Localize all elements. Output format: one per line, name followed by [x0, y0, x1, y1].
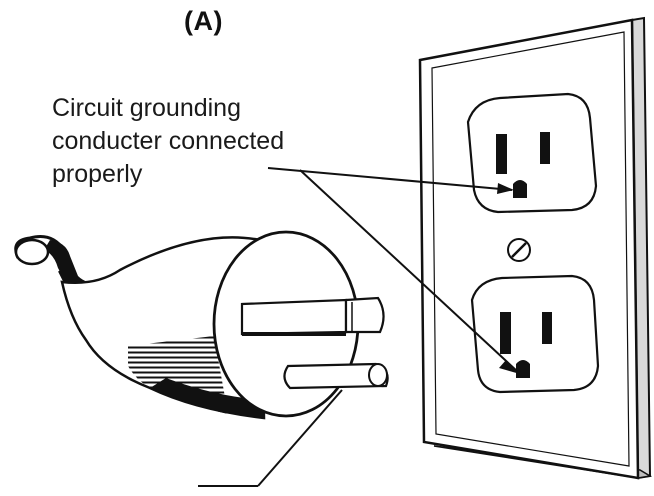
callout-line-2: conducter connected: [52, 127, 285, 155]
plate-inner-border: [431, 31, 630, 467]
leader-arrowhead-lower: [499, 360, 520, 374]
upper-neutral-slot: [496, 134, 507, 174]
plug-flat-blade: [240, 298, 348, 336]
leader-arrowhead-upper: [497, 183, 514, 194]
leader-line-lower-ground: [299, 169, 519, 373]
three-prong-plug-icon: [14, 230, 389, 420]
plug-housing-dark-band: [150, 378, 264, 418]
leader-line-ground-pin: [257, 389, 343, 487]
upper-hot-slot: [540, 132, 550, 164]
outlet-wall-plate: [418, 16, 653, 480]
lower-hot-slot: [542, 312, 552, 344]
plug-cord-end: [14, 238, 50, 266]
panel-label: (A): [184, 6, 223, 36]
callout-leader-lines: [198, 167, 520, 487]
grounding-callout: Circuit grounding conducter connected pr…: [52, 92, 412, 191]
plug-cord-black-sheath: [44, 240, 112, 298]
upper-ground-hole: [513, 180, 527, 198]
upper-receptacle: [466, 92, 598, 214]
callout-line-1: Circuit grounding: [52, 94, 241, 122]
upper-receptacle-face: [466, 92, 598, 214]
callout-line-3: properly: [52, 160, 143, 188]
plug-blade-shadow: [242, 332, 346, 336]
cover-plate-screw-icon: [507, 238, 531, 262]
lower-ground-hole: [516, 360, 530, 378]
leader-line-upper-ground: [267, 167, 513, 191]
plug-flat-blade-tip: [344, 296, 385, 334]
lower-neutral-slot: [500, 312, 511, 354]
lower-receptacle: [470, 274, 600, 394]
lower-receptacle-face: [470, 274, 600, 394]
plug-ground-pin-tip: [368, 363, 388, 387]
